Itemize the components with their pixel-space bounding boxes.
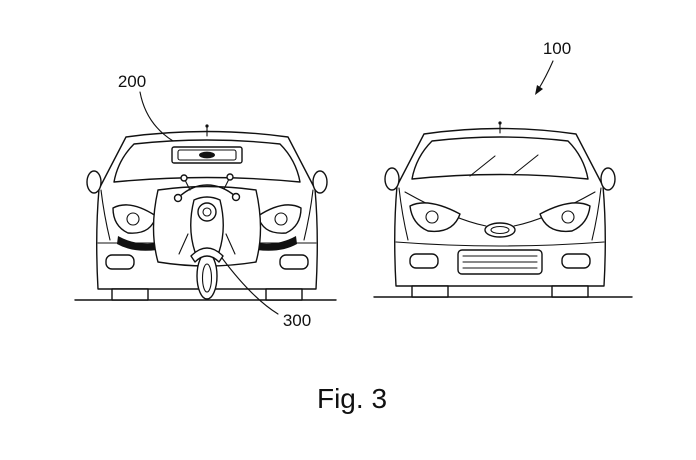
wiper-left (469, 155, 496, 177)
leader-arrowhead-100 (535, 85, 543, 95)
emblem-inner (490, 225, 510, 235)
left-body-crease (398, 187, 409, 241)
roof-module-inner (177, 149, 237, 161)
scooter-mirror-stalk-left (184, 179, 191, 191)
scooter-wheel-hub (201, 263, 213, 293)
scooter-handlebar (178, 184, 236, 198)
left-headlight (409, 202, 461, 233)
scooter-headlight (197, 202, 217, 222)
ref-label-200: 200 (118, 72, 146, 91)
emblem (484, 222, 516, 238)
right-headlight-bulb (561, 210, 575, 224)
scooter-mirror-left (180, 174, 188, 182)
right-fog-lamp (561, 253, 591, 269)
bumper-line (395, 241, 605, 247)
scooter-grip-right (231, 192, 241, 202)
right-mirror (312, 170, 328, 194)
scooter-flare-left (178, 233, 189, 255)
scooter-fender (190, 247, 224, 263)
ref-label-100: 100 (543, 39, 571, 58)
figure-caption: Fig. 3 (317, 383, 387, 414)
ref-label-300: 300 (283, 311, 311, 330)
leader-line-200 (139, 91, 174, 142)
right-fog-lamp (279, 254, 309, 270)
windshield (411, 136, 589, 180)
left-headlight-bulb (425, 210, 439, 224)
reference-annotations: 200 100 300 (118, 39, 571, 330)
antenna-tip (498, 121, 502, 125)
leader-line-100 (537, 60, 554, 91)
right-headlight-bulb (274, 212, 288, 226)
wiper-right (512, 154, 539, 176)
scooter-grip-left (173, 193, 183, 203)
scooter-flare-right (225, 233, 236, 255)
left-fog-lamp (409, 253, 439, 269)
left-mirror (86, 170, 102, 194)
right-body-crease (303, 189, 314, 241)
scooter-drawing (173, 173, 241, 300)
right-body-crease (591, 187, 602, 241)
scooter-headlight-bulb (202, 207, 212, 217)
left-body-crease (100, 189, 111, 241)
antenna-tip (205, 124, 209, 128)
left-headlight (112, 204, 157, 234)
right-headlight (257, 204, 302, 234)
right-headlight (539, 202, 591, 233)
right-wheel (265, 288, 303, 301)
vehicle-drawing (384, 121, 616, 298)
left-wheel (111, 288, 149, 301)
right-mirror (600, 167, 616, 191)
left-mirror (384, 167, 400, 191)
scooter-mirror-stalk-right (223, 178, 230, 190)
right-wheel (551, 285, 589, 298)
left-wheel (411, 285, 449, 298)
leader-line-300 (221, 257, 279, 315)
left-fog-lamp (105, 254, 135, 270)
roof-sensor (199, 151, 215, 159)
left-headlight-bulb (126, 212, 140, 226)
scooter-mirror-right (226, 173, 234, 181)
